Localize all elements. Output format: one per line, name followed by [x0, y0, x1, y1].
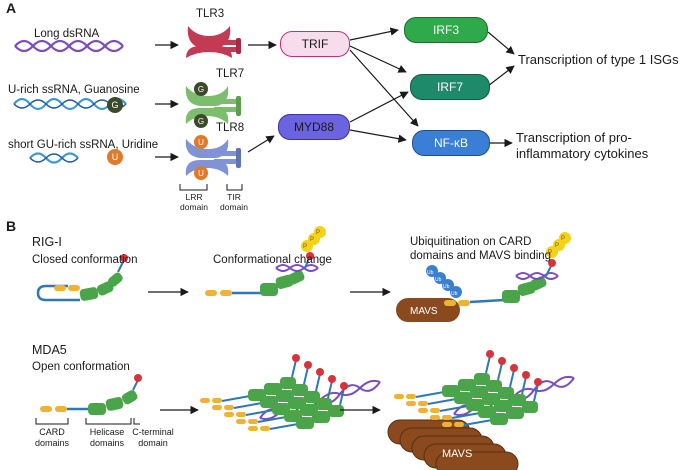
ub-2: Ub — [435, 277, 442, 283]
card-bracket — [35, 418, 69, 425]
arrow-myd88-nfkb — [349, 129, 407, 143]
helicase-bracket — [85, 418, 132, 425]
lrr-bracket — [179, 184, 208, 191]
tlr7-g-top: G — [197, 85, 205, 94]
trif-adaptor: TRIF — [280, 31, 350, 57]
mavs-aggregate — [387, 419, 519, 470]
tlr7-g-bottom: G — [197, 117, 205, 126]
cterminal-domain-label: C-terminal domain — [128, 427, 178, 449]
rigi-subtitle: Closed conformation — [32, 254, 138, 266]
phospho-1: P — [303, 244, 308, 250]
cterm-line1: C-terminal — [132, 427, 174, 437]
mavs-label-mda5: MAVS — [442, 448, 473, 460]
guanosine-badge-letter: G — [111, 100, 119, 110]
tir-domain-label: TIR domain — [216, 192, 252, 212]
uridine-badge-letter: U — [111, 152, 119, 162]
phospho-2: P — [310, 237, 315, 243]
ubiquitination-line1: Ubiquitination on CARD — [410, 236, 532, 248]
mda5-subtitle: Open conformation — [32, 361, 130, 373]
mavs-label-rigi: MAVS — [410, 306, 438, 317]
lrr-domain-label: LRR domain — [176, 192, 212, 212]
panel-a-label: A — [6, 0, 17, 16]
arrow-irf7-isg — [487, 65, 515, 87]
arrow-myd88-irf7 — [349, 91, 409, 123]
irf7-factor: IRF7 — [410, 74, 490, 100]
helicase-line1: Helicase — [89, 427, 125, 437]
guanosine-badge — [107, 97, 123, 113]
long-dsrna-helix — [14, 39, 124, 53]
cterm-bracket — [133, 418, 140, 425]
tlr7-receptor — [185, 82, 241, 128]
tlr3-receptor — [186, 26, 241, 58]
cterm-line2: domain — [138, 438, 168, 448]
lrr-line1: LRR — [185, 192, 203, 202]
arrow-trif-nfkb — [349, 49, 419, 127]
ub-3: Ub — [443, 284, 450, 290]
tir-bracket — [226, 184, 243, 191]
uridine-badge — [107, 149, 123, 165]
lrr-line2: domain — [180, 202, 208, 212]
card-line2: domains — [34, 438, 70, 448]
card-line1: CARD — [39, 427, 65, 437]
outcome-isg: Transcription of type 1 ISGs — [518, 52, 679, 67]
arrow-trif-irf7 — [349, 45, 407, 73]
arrow-trif-irf3 — [349, 27, 399, 41]
ub-4: Ub — [451, 291, 458, 297]
ub-1: Ub — [427, 270, 434, 276]
helicase-line2: domains — [89, 438, 125, 448]
ligand-u-rich-ssrna: U-rich ssRNA, Guanosine — [8, 84, 140, 96]
tlr8-label: TLR8 — [216, 122, 245, 134]
mda5-open-structure — [40, 374, 142, 415]
nfkb-factor: NF-κB — [412, 130, 490, 156]
mda5-title: MDA5 — [32, 343, 67, 357]
outcome-cytokines-line1: Transcription of pro- — [516, 130, 632, 145]
myd88-adaptor: MYD88 — [278, 114, 350, 140]
tlr8-receptor — [185, 135, 241, 180]
conformational-change-label: Conformational change — [213, 254, 332, 266]
irf3-factor: IRF3 — [404, 17, 488, 43]
rigi-closed-structure — [36, 254, 128, 302]
arrow-tlr8-myd88 — [247, 135, 275, 153]
mda5-mavs-filament — [394, 350, 575, 427]
tlr7-label: TLR7 — [216, 68, 245, 80]
tlr3-label: TLR3 — [196, 8, 225, 20]
ubiquitination-line2: domains and MAVS binding — [410, 250, 552, 262]
helicase-domains-label: Helicase domains — [82, 427, 132, 449]
phospho-6: P — [561, 236, 566, 242]
arrow-irf3-isg — [487, 31, 515, 55]
rigi-title: RIG-I — [32, 235, 62, 249]
phospho-3: P — [316, 230, 321, 236]
tlr8-u-bottom: U — [198, 169, 204, 178]
phospho-4: P — [548, 250, 553, 256]
tir-line2: domain — [220, 202, 248, 212]
ligand-gu-rich-ssrna: short GU-rich ssRNA, Uridine — [8, 139, 159, 151]
rigi-open-structure — [205, 226, 326, 296]
rigi-mavs-complex — [396, 232, 571, 322]
tlr8-u-top: U — [198, 138, 204, 147]
tir-line1: TIR — [227, 192, 241, 202]
outcome-cytokines-line2: inflammatory cytokines — [516, 146, 649, 161]
card-domains-label: CARD domains — [28, 427, 76, 449]
ligand-long-dsrna: Long dsRNA — [34, 28, 100, 40]
mda5-filament — [200, 354, 381, 431]
gu-rich-ssrna-strand — [29, 152, 79, 164]
panel-b-label: B — [6, 218, 17, 234]
phospho-5: P — [555, 243, 560, 249]
